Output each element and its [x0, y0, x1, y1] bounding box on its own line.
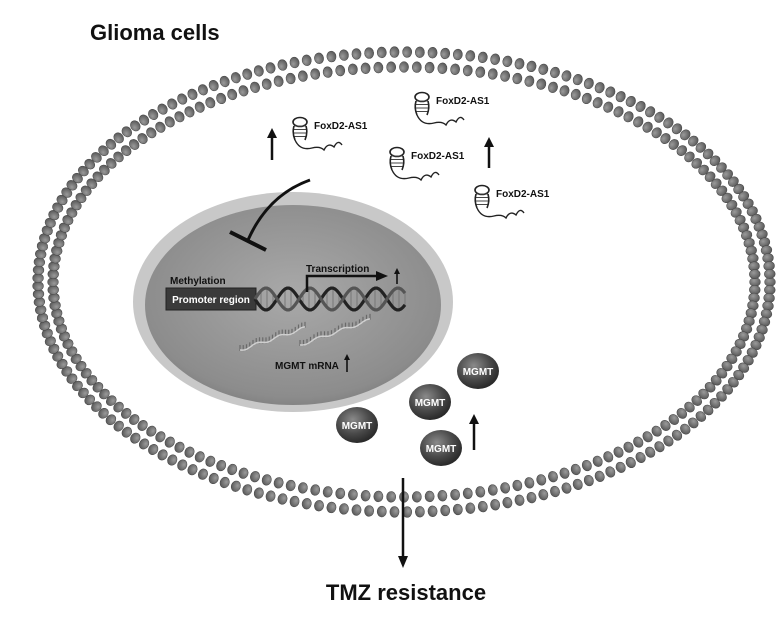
dna-helix	[253, 286, 407, 312]
lncrna-label: FoxD2-AS1	[411, 151, 465, 162]
lncrna-molecule: FoxD2-AS1	[414, 91, 490, 127]
lncrna-molecule: FoxD2-AS1	[292, 116, 368, 152]
cell-membrane	[32, 46, 776, 518]
methylation-label: Methylation	[170, 276, 226, 287]
mgmt-label: MGMT	[463, 367, 494, 378]
mgmt-label: MGMT	[426, 444, 457, 455]
lncrna-molecule: FoxD2-AS1	[389, 146, 465, 182]
up-arrow	[267, 128, 277, 160]
mgmt-label: MGMT	[415, 398, 446, 409]
lncrna-label: FoxD2-AS1	[314, 121, 368, 132]
footer-label: TMZ resistance	[326, 580, 486, 605]
lncrna-label: FoxD2-AS1	[436, 96, 490, 107]
mgmt-protein: MGMT	[336, 407, 378, 443]
diagram-title: Glioma cells	[90, 20, 220, 45]
mgmt-protein: MGMT	[409, 384, 451, 420]
promoter-region: Promoter region	[165, 287, 257, 311]
promoter-label: Promoter region	[172, 295, 250, 306]
mrna-strands	[239, 313, 371, 352]
resistance-arrow	[398, 478, 408, 568]
lncrna-molecule: FoxD2-AS1	[474, 184, 550, 220]
inhibition-arrow	[229, 178, 311, 252]
transcription-arrow: Transcription	[305, 264, 388, 292]
mrna-up-arrow	[344, 354, 350, 372]
mrna-label: MGMT mRNA	[275, 361, 339, 372]
lncrna-label: FoxD2-AS1	[496, 189, 550, 200]
mgmt-protein: MGMT	[420, 430, 462, 466]
up-arrow	[469, 414, 479, 450]
mgmt-protein: MGMT	[457, 353, 499, 389]
mgmt-label: MGMT	[342, 421, 373, 432]
transcription-up-arrow	[394, 268, 400, 284]
transcription-label: Transcription	[306, 264, 369, 275]
up-arrow	[484, 137, 494, 168]
